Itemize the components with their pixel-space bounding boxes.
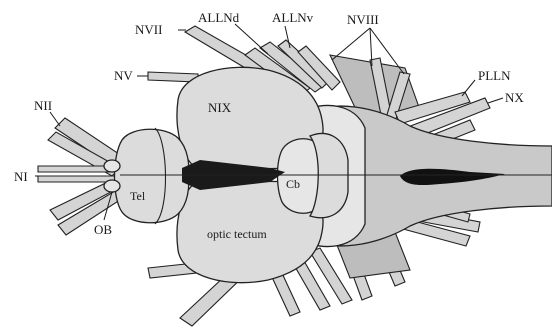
olfactory-bulb-upper: [104, 160, 120, 172]
label-ni: NI: [14, 169, 28, 184]
label-nx: NX: [505, 90, 524, 105]
label-nviii: NVIII: [347, 12, 379, 27]
olfactory-bulb-lower: [104, 180, 120, 192]
label-nii: NII: [34, 98, 52, 113]
label-nvii: NVII: [135, 22, 162, 37]
label-nv: NV: [114, 68, 133, 83]
label-optic-tectum: optic tectum: [207, 227, 267, 241]
telencephalon: [115, 129, 189, 223]
label-allnd: ALLNd: [198, 10, 240, 25]
label-cb: Cb: [286, 177, 300, 191]
label-nix: NIX: [208, 100, 232, 115]
label-ob: OB: [94, 222, 112, 237]
label-plln: PLLN: [478, 68, 511, 83]
label-allnv: ALLNv: [272, 10, 314, 25]
label-tel: Tel: [130, 189, 146, 203]
